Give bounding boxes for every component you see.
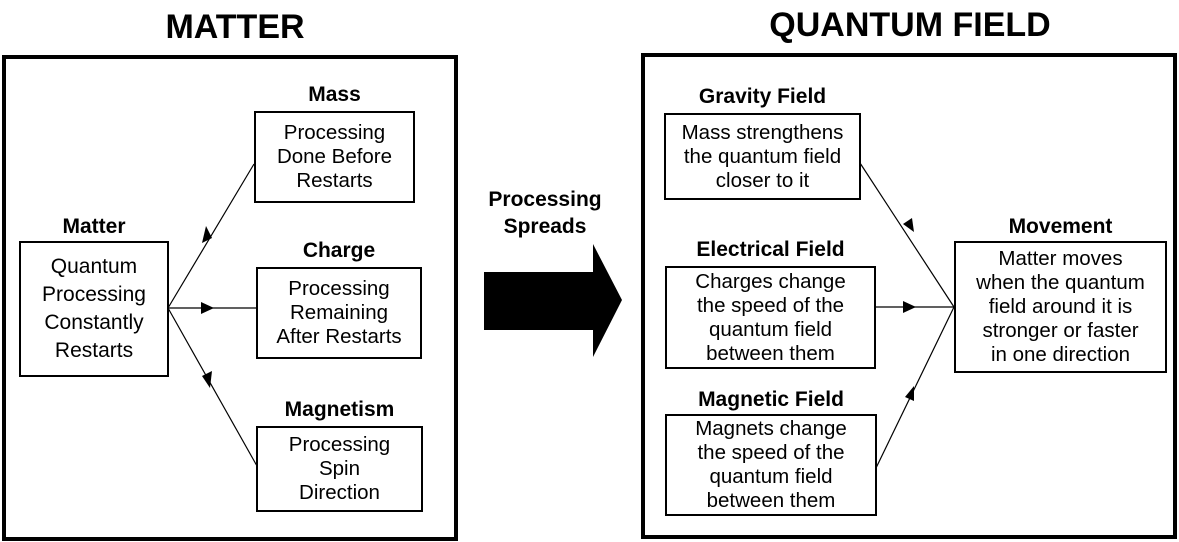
- node-text-line: Restarts: [54, 339, 134, 362]
- connector-gravity-movement: [859, 162, 955, 308]
- node-text-line: Processing: [283, 121, 386, 144]
- arrowhead-mass-icon: [202, 226, 212, 243]
- node-text-line: Constantly: [44, 311, 144, 334]
- quantum-field-title: QUANTUM FIELD: [769, 6, 1051, 44]
- node-text-line: Spin: [318, 457, 361, 480]
- magnetism-node-label: Magnetism: [284, 398, 395, 421]
- arrowhead-gravity-icon: [903, 218, 914, 232]
- node-text-line: the speed of the: [697, 441, 845, 464]
- charge-node: Processing Remaining After Restarts: [256, 267, 422, 359]
- arrowhead-magnetic-icon: [905, 386, 914, 401]
- node-text-line: between them: [706, 489, 836, 512]
- connector-magnetic-movement: [875, 306, 955, 469]
- transition-line: Spreads: [503, 215, 587, 238]
- node-text-line: stronger or faster: [982, 319, 1139, 342]
- connector-matter-magnetism: [167, 307, 258, 467]
- node-text-line: Processing: [288, 277, 390, 300]
- node-text-line: Processing: [42, 283, 146, 306]
- arrowhead-charge-icon: [201, 302, 214, 314]
- node-text-line: Mass strengthens: [681, 120, 844, 144]
- mass-node-label: Mass: [308, 83, 361, 106]
- node-text-line: Restarts: [296, 169, 373, 192]
- node-text-line: After Restarts: [276, 325, 402, 348]
- node-text-line: the speed of the: [696, 293, 845, 317]
- right-arrow-icon: [484, 244, 622, 357]
- node-text-line: when the quantum: [976, 271, 1145, 294]
- node-text-line: quantum field: [708, 317, 833, 341]
- electrical-field-label: Electrical Field: [696, 238, 845, 261]
- charge-node-label: Charge: [302, 239, 376, 262]
- node-text-line: Charges change: [695, 269, 846, 293]
- gravity-field-node: Mass strengthens the quantum field close…: [664, 113, 861, 200]
- quantum-field-panel: [641, 53, 1177, 539]
- node-text-line: Remaining: [290, 301, 388, 324]
- movement-label: Movement: [1008, 215, 1113, 238]
- matter-node-label: Matter: [62, 215, 126, 238]
- magnetic-field-node: Magnets change the speed of the quantum …: [665, 414, 877, 516]
- magnetic-field-label: Magnetic Field: [698, 388, 844, 411]
- node-text-line: Direction: [299, 481, 380, 504]
- node-text-line: between them: [706, 341, 835, 365]
- magnetism-node: Processing Spin Direction: [256, 426, 423, 512]
- node-text-line: Done Before: [276, 145, 393, 168]
- arrowhead-magnetism-icon: [202, 371, 212, 388]
- node-text-line: Matter moves: [998, 247, 1123, 270]
- movement-node: Matter moves when the quantum field arou…: [954, 241, 1167, 373]
- matter-node: Quantum Processing Constantly Restarts: [19, 241, 169, 377]
- transition-line: Processing: [488, 188, 602, 211]
- node-text-line: Magnets change: [695, 417, 847, 440]
- matter-title: MATTER: [165, 8, 305, 46]
- electrical-field-node: Charges change the speed of the quantum …: [665, 266, 876, 369]
- node-text-line: quantum field: [709, 465, 833, 488]
- transition-label: Processing Spreads: [470, 186, 620, 240]
- node-text-line: Quantum: [50, 255, 138, 278]
- node-text-line: in one direction: [990, 343, 1131, 366]
- matter-panel: [2, 55, 458, 541]
- node-text-line: the quantum field: [683, 144, 842, 168]
- mass-node: Processing Done Before Restarts: [254, 111, 415, 203]
- node-text-line: field around it is: [988, 295, 1133, 318]
- gravity-field-label: Gravity Field: [698, 85, 827, 108]
- arrowhead-electrical-icon: [903, 301, 916, 313]
- node-text-line: closer to it: [715, 168, 810, 192]
- node-text-line: Processing: [288, 433, 391, 456]
